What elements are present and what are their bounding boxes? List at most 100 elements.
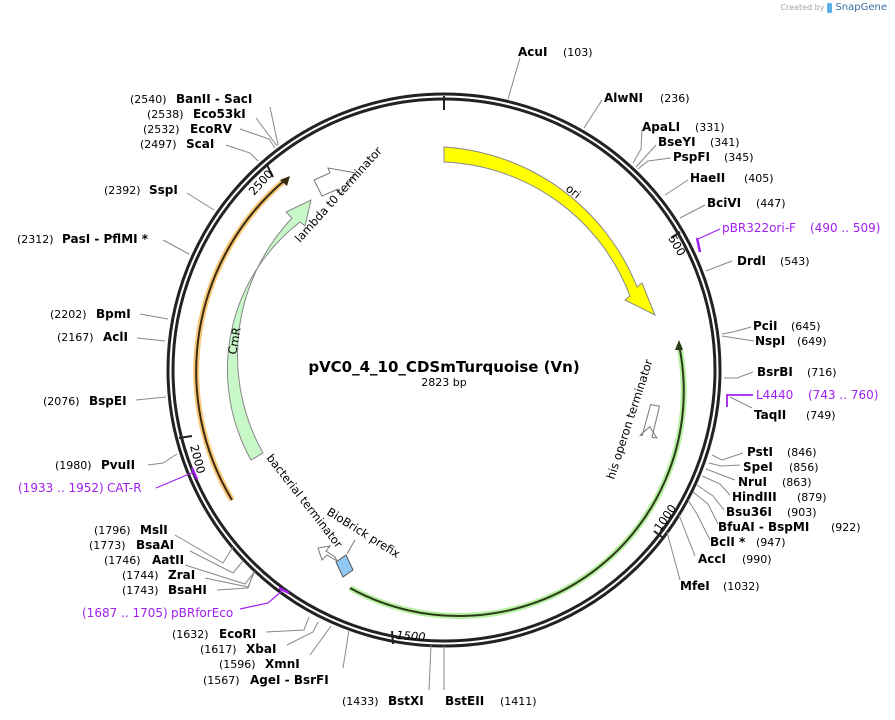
site-pos: (856) [789,461,819,474]
primer-name[interactable]: pBRforEco [171,606,233,620]
site-name[interactable]: EcoRI [219,627,256,641]
site-pos: (236) [660,92,690,105]
site-pos: (649) [797,335,827,348]
site-name[interactable]: BstXI [388,694,424,708]
credit-brand: SnapGene [835,2,887,13]
site-name[interactable]: Bsu36I [726,505,772,519]
site-name[interactable]: BspEI [89,394,127,408]
snapgene-credit: Created by SnapGene [780,2,887,13]
site-name[interactable]: ZraI [168,568,195,582]
site-pos: (1773) [89,539,126,552]
site-pos: (749) [806,409,836,422]
site-pos: (1746) [104,554,141,567]
primer-range: (490 .. 509) [810,221,880,235]
site-name[interactable]: AgeI - BsrFI [250,673,329,687]
feature-orange-arc [193,176,290,502]
site-name[interactable]: SspI [149,183,178,197]
feature-label-cmr: CmR [225,326,244,355]
site-pos: (2312) [17,233,54,246]
site-name[interactable]: BsaAI [136,538,174,552]
site-name[interactable]: AccI [698,552,726,566]
site-pos: (1743) [122,584,159,597]
site-pos: (2392) [104,184,141,197]
snapgene-logo-icon [827,2,833,13]
primer-name[interactable]: pBR322ori-F [722,221,796,235]
site-pos: (2202) [50,308,87,321]
site-name[interactable]: BciVI [707,196,741,210]
site-name[interactable]: BsaHI [168,583,207,597]
site-pos: (2540) [130,93,167,106]
site-pos: (1980) [55,459,92,472]
site-pos: (2167) [57,331,94,344]
site-pos: (103) [563,46,593,59]
site-name[interactable]: BseYI [658,135,696,149]
feature-ori[interactable]: ori [443,146,656,317]
site-name[interactable]: PvuII [101,458,135,472]
plasmid-length: 2823 bp [421,376,466,389]
site-pos: (716) [807,366,837,379]
site-pos: (1567) [203,674,240,687]
site-name[interactable]: TaqII [754,408,786,422]
site-name[interactable]: PasI - PflMI * [62,232,149,246]
site-pos: (846) [787,446,817,459]
site-name[interactable]: BclI * [710,535,746,549]
credit-prefix: Created by [780,3,825,12]
tick-label-1500: 1500 [396,628,426,644]
site-name[interactable]: BfuAI - BspMI [718,520,809,534]
site-name[interactable]: BpmI [96,307,131,321]
site-name[interactable]: XmnI [265,657,300,671]
site-pos: (331) [695,121,725,134]
site-pos: (1596) [219,658,256,671]
site-pos: (1744) [122,569,159,582]
site-pos: (990) [742,553,772,566]
site-name[interactable]: MslI [140,523,168,537]
site-name[interactable]: ApaLI [642,120,680,134]
site-name[interactable]: NspI [755,334,785,348]
site-name[interactable]: PspFI [673,150,710,164]
feature-label-bacterial-terminator: bacterial terminator [264,451,346,551]
site-pos: (405) [744,172,774,185]
feature-label-lambda-t0-terminator: lambda t0 terminator [292,144,385,245]
site-pos: (863) [782,476,812,489]
site-name[interactable]: AcuI [518,45,547,59]
site-name[interactable]: HindIII [732,490,777,504]
site-pos: (903) [787,506,817,519]
sites-right: AcuI (236) (103) AlwNI (236) ApaLI (331)… [507,45,861,593]
site-name[interactable]: PciI [753,319,778,333]
site-name[interactable]: Eco53kI [193,107,246,121]
site-name[interactable]: AatII [152,553,184,567]
site-name[interactable]: MfeI [680,579,710,593]
site-pos: (1632) [172,628,209,641]
site-name[interactable]: PstI [747,445,773,459]
primer-name[interactable]: CAT-R [107,481,142,495]
primers: pBR322ori-F (490 .. 509) L4440 (743 .. 7… [18,221,880,620]
site-pos: (1433) [342,695,379,708]
site-name[interactable]: EcoRV [190,122,233,136]
site-name[interactable]: SpeI [743,460,773,474]
tick-label-2000: 2000 [187,443,208,475]
site-pos: (645) [791,320,821,333]
site-name[interactable]: HaeII [690,171,725,185]
site-name[interactable]: BsrBI [757,365,793,379]
feature-his-operon-terminator[interactable]: his operon terminator [348,340,687,620]
site-pos: (1411) [500,695,537,708]
plasmid-name: pVC0_4_10_CDSmTurquoise (Vn) [308,358,579,376]
site-name[interactable]: BstEII [445,694,484,708]
sites-bottom: BstEII (1411) BstXI (1433) [342,644,537,708]
site-name[interactable]: ScaI [186,137,214,151]
site-name[interactable]: BanII - SacI [176,92,252,106]
primer-range: (1933 .. 1952) [18,481,104,495]
site-name[interactable]: NruI [738,475,767,489]
site-name[interactable]: XbaI [246,642,276,656]
site-name[interactable]: AclI [103,330,128,344]
site-pos: (447) [756,197,786,210]
feature-lambda-t0-terminator[interactable]: lambda t0 terminator [292,144,385,245]
feature-cmr[interactable]: CmR [225,199,312,461]
primer-name[interactable]: L4440 [756,388,793,402]
site-name[interactable]: AlwNI [604,91,643,105]
sites-left: AgeI - BsrFI (1567) XmnI (1596) XbaI (16… [17,92,350,687]
site-pos: (345) [724,151,754,164]
site-pos: (879) [797,491,827,504]
site-name[interactable]: DrdI [737,254,766,268]
